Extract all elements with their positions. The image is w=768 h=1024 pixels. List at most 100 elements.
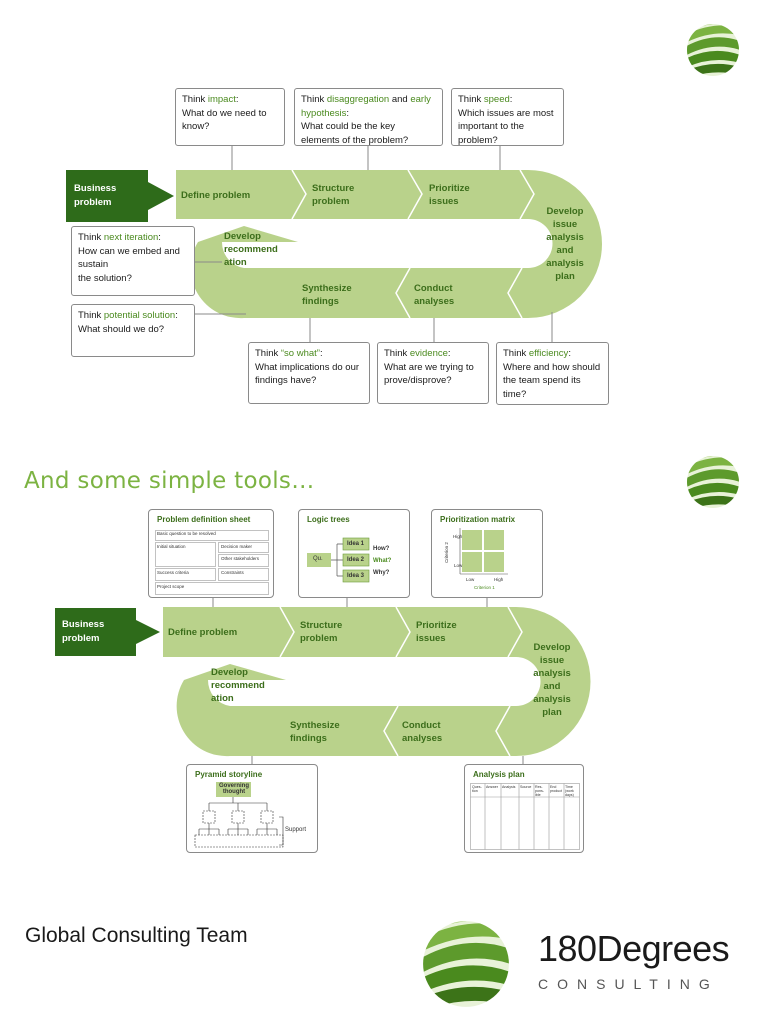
logic-tree-graphic (307, 537, 370, 583)
bottom-step-prioritize: Prioritize issues (416, 620, 457, 644)
bottom-step-conduct: Conduct analyses (402, 720, 443, 744)
logic-idea-3: Idea 3 (347, 573, 365, 579)
sheet-basic-question: Basic question to be resolved (157, 531, 216, 536)
logic-idea-2: Idea 2 (347, 557, 365, 563)
think-suffix: : (319, 348, 323, 359)
top-step-develop-plan: Develop issue analysis and analysis plan (546, 206, 584, 282)
think-prefix: Think (78, 310, 104, 321)
top-step-prioritize: Prioritize issues (429, 183, 470, 207)
top-business-arrow (66, 170, 174, 222)
bottom-connectors (212, 598, 524, 764)
think-suffix: : (447, 348, 451, 359)
brand-subtitle: CONSULTING (538, 976, 719, 992)
tool-pyramid-storyline: Pyramid storyline Governing thought Supp… (186, 764, 318, 853)
analysis-plan-grid (470, 783, 580, 850)
plan-col-end-product: End product (550, 785, 562, 793)
tool-title: Prioritization matrix (440, 515, 516, 524)
think-prefix: Think (458, 94, 484, 105)
think-body: What are we trying to prove/disprove? (384, 361, 474, 387)
bottom-step-develop-plan: Develop issue analysis and analysis plan (533, 642, 571, 718)
sheet-decision-maker: Decision maker (221, 544, 253, 549)
logic-idea-1: Idea 1 (347, 541, 365, 547)
think-body-2: the solution? (78, 272, 132, 284)
sheet-initial-situation: Initial situation (157, 544, 186, 549)
matrix-y-low: Low (454, 563, 463, 568)
top-business-problem-label: Business problem (74, 183, 117, 208)
bottom-step-recommend: Develop recommend ation (211, 667, 265, 704)
tool-title: Logic trees (307, 515, 350, 524)
think-impact-box: Think impact: What do we need to know? (175, 88, 285, 146)
bottom-step-define: Define problem (168, 627, 238, 638)
think-disaggregation-box: Think disaggregation and early hypothesi… (294, 88, 443, 146)
plan-col-answer: Answer (486, 785, 498, 789)
sheet-success-criteria: Success criteria (157, 570, 189, 575)
top-step-define: Define problem (181, 190, 251, 201)
think-body: What do we need to know? (182, 107, 267, 133)
think-key: disaggregation (326, 94, 390, 105)
logic-question-what: What? (373, 558, 392, 564)
logo-sphere-footer (417, 909, 516, 1013)
tool-title: Pyramid storyline (195, 770, 263, 779)
logic-root: Qu. (313, 556, 323, 562)
section-title: And some simple tools… (24, 468, 315, 494)
think-suffix: : (235, 94, 239, 105)
tool-title: Problem definition sheet (157, 515, 251, 524)
tool-prioritization-matrix: Prioritization matrix High Low Criterion… (431, 509, 543, 598)
think-suffix: : (509, 94, 513, 105)
tool-title: Analysis plan (473, 770, 525, 779)
think-key: speed (483, 94, 510, 105)
matrix-graphic (459, 528, 508, 575)
plan-col-analysis: Analysis (502, 785, 516, 789)
think-speed-box: Think speed: Which issues are most impor… (451, 88, 564, 146)
think-potential-solution-box: Think potential solution: What should we… (71, 304, 195, 357)
tool-analysis-plan: Analysis plan Ques- tion Answer Analysis… (464, 764, 584, 853)
brand-name: 180Degrees (538, 928, 730, 969)
think-prefix: Think (384, 348, 410, 359)
pyramid-governing-thought: Governing thought (218, 783, 249, 795)
think-suffix: : (158, 232, 161, 243)
matrix-y-label: Criterion 2 (443, 542, 449, 563)
plan-col-source: Source (520, 785, 532, 789)
sheet-project-scope: Project scope (157, 584, 185, 589)
problem-sheet-grid (155, 530, 269, 595)
top-flow-track (176, 169, 602, 319)
think-key: impact (207, 94, 236, 105)
think-so-what-box: Think “so what”: What implications do ou… (248, 342, 370, 404)
tool-logic-trees: Logic trees Qu. Idea 1 Idea 2 Idea 3 How… (298, 509, 410, 598)
top-step-synthesize: Synthesize findings (302, 283, 352, 307)
logic-question-how: How? (373, 546, 390, 552)
think-suffix: : (568, 348, 571, 359)
matrix-x-low: Low (466, 577, 475, 582)
top-step-structure: Structure problem (312, 183, 355, 207)
top-connectors (194, 146, 553, 342)
bottom-business-arrow (55, 608, 160, 656)
matrix-x-high: High (494, 577, 504, 582)
think-body: What should we do? (78, 323, 165, 335)
think-body: What implications do our findings have? (255, 361, 360, 387)
think-body: How can we embed and sustain (78, 245, 180, 271)
think-efficiency-box: Think efficiency: Where and how should t… (496, 342, 609, 405)
top-step-conduct: Conduct analyses (414, 283, 455, 307)
think-key-2: early hypothesis (301, 94, 431, 119)
think-key: potential solution (103, 310, 176, 321)
footer-team-name: Global Consulting Team (25, 924, 248, 947)
think-prefix: Think (182, 94, 208, 105)
think-key: “so what” (280, 348, 320, 359)
think-prefix: Think (503, 348, 529, 359)
matrix-y-high: High (453, 534, 463, 539)
think-key: efficiency (528, 348, 569, 359)
think-mid: and (389, 94, 411, 105)
think-prefix: Think (301, 94, 327, 105)
think-suffix: : (346, 107, 350, 119)
plan-col-time: Time (work days) (565, 785, 574, 797)
plan-col-question: Ques- tion (472, 785, 482, 793)
logo-sphere-top (683, 17, 743, 80)
bottom-flow-track (163, 606, 591, 757)
think-prefix: Think (255, 348, 281, 359)
think-body: What could be the key elements of the pr… (301, 121, 409, 146)
bottom-step-synthesize: Synthesize findings (290, 720, 340, 744)
plan-col-responsible: Res- pons- ible (535, 785, 544, 797)
think-evidence-box: Think evidence: What are we trying to pr… (377, 342, 489, 404)
think-next-iteration-box: Think next iteration: How can we embed a… (71, 226, 195, 296)
